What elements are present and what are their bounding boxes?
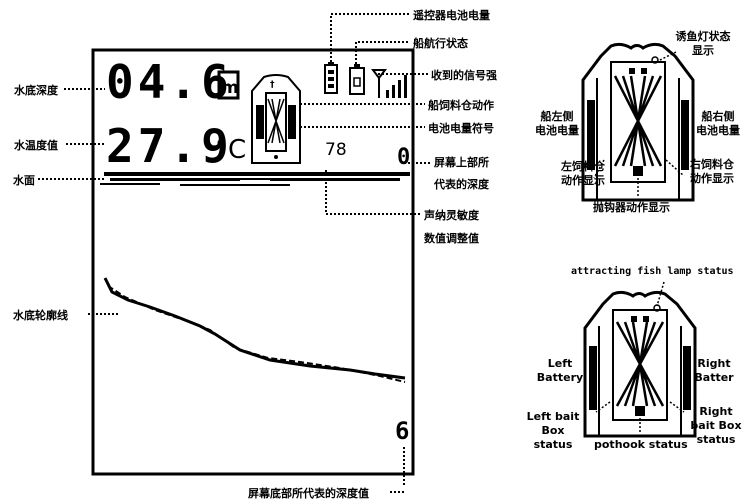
label-sonar: 声纳灵敏度	[424, 209, 479, 222]
label-water-surface: 水面	[13, 174, 35, 187]
label-top-depth-2: 代表的深度	[434, 178, 489, 191]
svg-text:m: m	[221, 78, 239, 98]
cn-label-right-bait: 右饲料仓动作显示	[690, 158, 734, 185]
label-bottom-depth-value: 屏幕底部所代表的深度值	[248, 487, 369, 500]
remote-battery-icon	[324, 62, 338, 94]
label-remote-battery: 遥控器电池电量	[413, 9, 490, 22]
screen-boat-icon: †	[251, 74, 301, 164]
left-leader-lines	[38, 88, 118, 315]
label-boat-action: 船饲料仓动作	[428, 99, 494, 112]
cn-label-hook: 抛钩器动作显示	[593, 201, 670, 214]
label-sonar-2: 数值调整值	[424, 232, 479, 245]
cn-boat-diagram	[581, 42, 695, 202]
meter-unit-box	[217, 70, 240, 100]
cn-label-left-battery: 船左侧电池电量	[535, 110, 579, 137]
label-boat-status: 船航行状态	[413, 37, 468, 50]
cn-label-lamp: 诱鱼灯状态显示	[675, 30, 731, 57]
bottom-depth-value: 6	[395, 417, 410, 445]
water-surface-band	[100, 172, 410, 186]
bottom-contour-line	[103, 277, 406, 383]
cn-label-right-battery: 船右侧电池电量	[696, 110, 740, 137]
en-label-hook: pothook status	[594, 438, 688, 451]
label-bottom-contour: 水底轮廓线	[13, 309, 68, 322]
en-diagram-leaders	[595, 281, 685, 432]
svg-text:†: †	[270, 80, 275, 90]
temperature-unit: °C	[215, 135, 247, 165]
sonar-sensitivity-value: 78	[325, 140, 347, 160]
temperature-value: 27.9	[106, 119, 233, 173]
boat-status-icon	[349, 64, 365, 95]
right-leader-lines	[300, 13, 430, 493]
top-depth-value: 0	[397, 145, 411, 170]
cn-label-left-bait: 左饲料仓动作显示	[561, 160, 605, 187]
label-top-depth: 屏幕上部所	[434, 156, 489, 169]
label-battery-symbol: 电池电量符号	[428, 122, 494, 135]
label-temperature: 水温度值	[14, 139, 58, 152]
en-label-lamp: attracting fish lamp status	[571, 266, 734, 277]
depth-value: 04.6	[106, 55, 233, 109]
label-bottom-depth: 水底深度	[14, 84, 58, 97]
cn-diagram-leaders	[593, 51, 685, 196]
label-signal: 收到的信号强	[431, 69, 497, 82]
lcd-screen-frame	[91, 48, 415, 476]
en-boat-diagram	[583, 290, 697, 438]
